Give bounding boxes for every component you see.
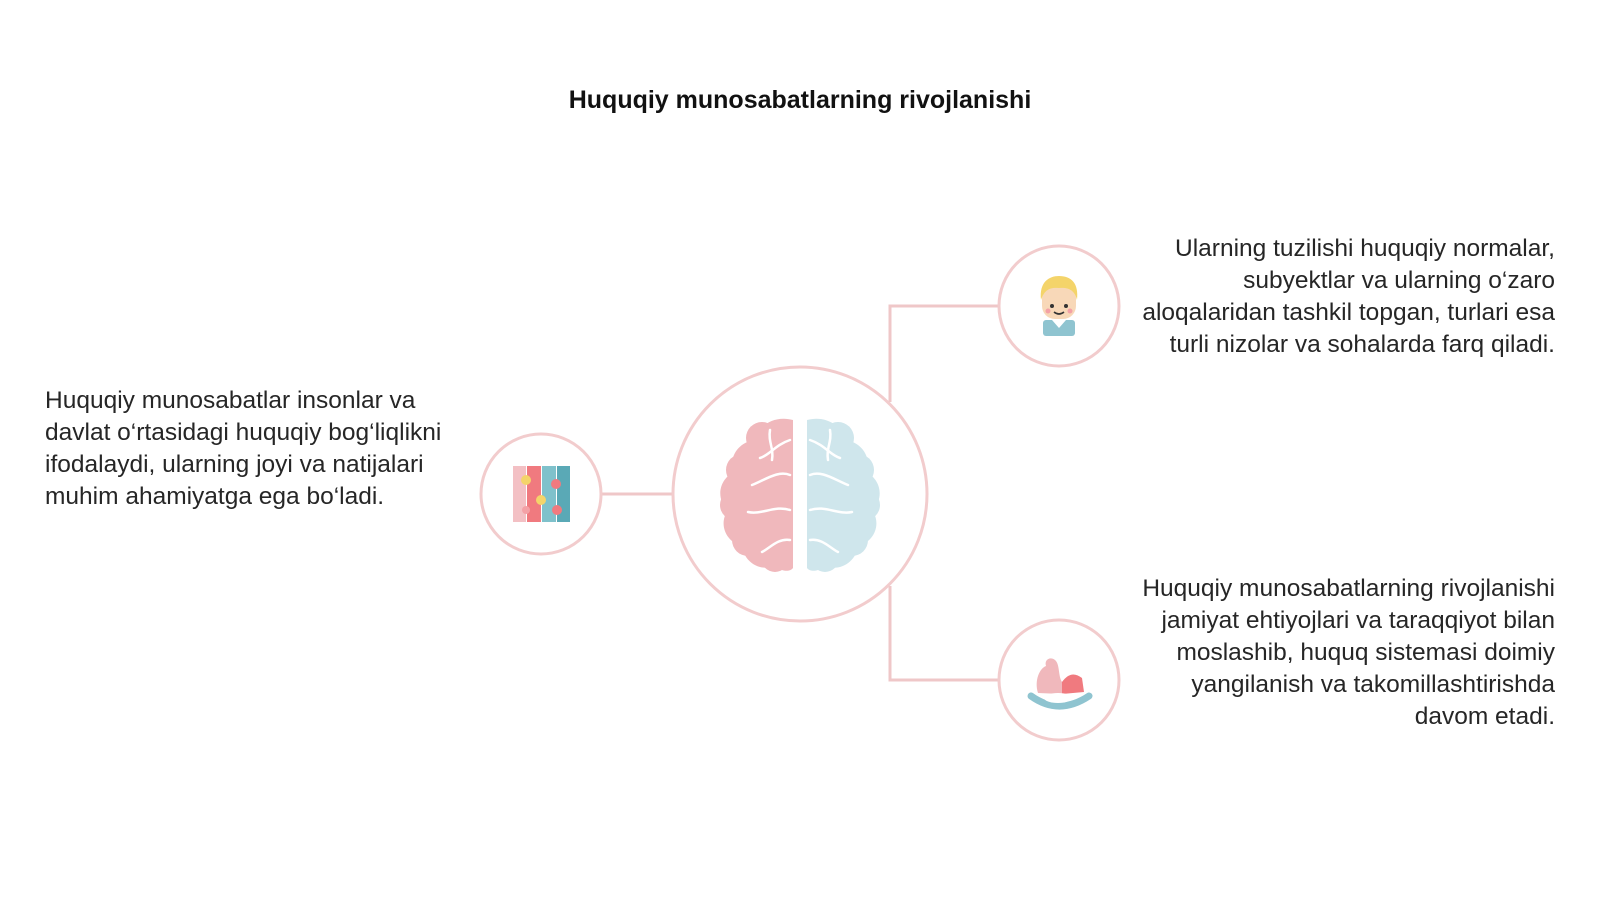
right-bottom-node bbox=[997, 618, 1121, 742]
right-top-node bbox=[997, 244, 1121, 368]
right-top-node-text: Ularning tuzilishi huquqiy normalar, sub… bbox=[1142, 235, 1555, 358]
puzzle-icon bbox=[513, 466, 570, 522]
person-icon bbox=[1040, 276, 1078, 336]
center-node bbox=[671, 365, 929, 623]
connectors bbox=[602, 304, 998, 682]
center-ring bbox=[671, 365, 929, 623]
left-node bbox=[479, 432, 603, 556]
brain-icon bbox=[720, 418, 880, 572]
connector-right-bottom bbox=[888, 586, 998, 682]
connector-right-top bbox=[888, 304, 998, 402]
left-node-text: Huquqiy munosabatlar insonlar va davlat … bbox=[45, 387, 442, 510]
page-title: Huquqiy munosabatlarning rivojlanishi bbox=[568, 86, 1032, 114]
rocking-horse-icon bbox=[1027, 658, 1093, 710]
right-bottom-node-text: Huquqiy munosabatlarning rivojlanishi ja… bbox=[1142, 575, 1555, 730]
